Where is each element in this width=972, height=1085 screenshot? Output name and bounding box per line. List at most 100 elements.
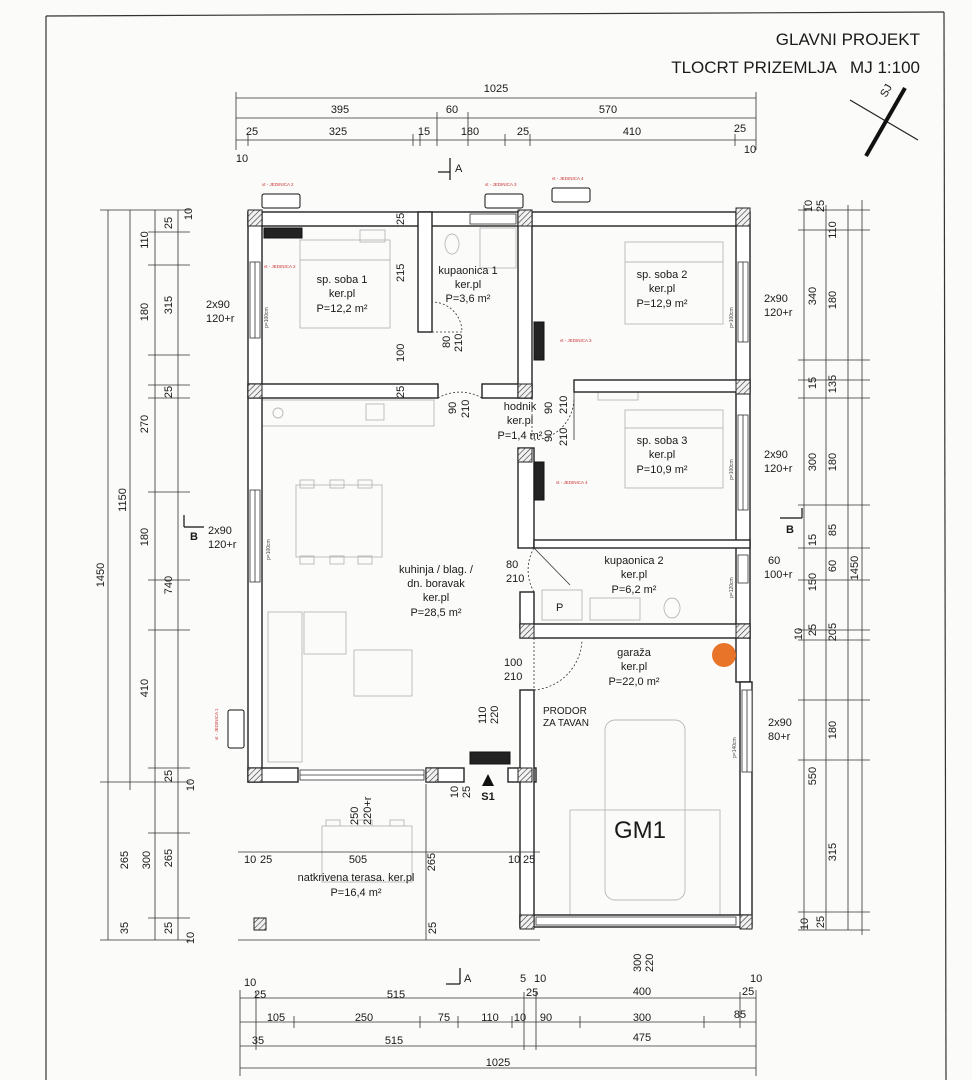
door-garage-h: 210 (504, 671, 522, 683)
dim-inner-25c: 25 (260, 854, 272, 866)
parapet-bed1: p=100cm (264, 307, 270, 328)
window-bed2-size: 2x90 (764, 293, 788, 305)
svg-text:A: A (464, 973, 472, 985)
room-bath1-area: P=3,6 m² (446, 293, 491, 305)
dim-left-180b: 180 (139, 528, 151, 546)
dim-right-10c: 10 (799, 918, 811, 930)
room-bed3-name: sp. soba 3 (637, 435, 688, 447)
door-hall-l-h: 210 (460, 400, 472, 418)
door-garage-w: 100 (504, 657, 522, 669)
dim-left-315: 315 (163, 296, 175, 314)
dim-left-180a: 180 (139, 303, 151, 321)
dim-right-10b: 10 (793, 628, 805, 640)
dim-left-25b: 25 (163, 386, 175, 398)
dim-right-15b: 15 (807, 534, 819, 546)
room-terrace-name: natkrivena terasa. ker.pl (298, 872, 415, 884)
room-bed2-finish: ker.pl (649, 283, 675, 295)
dim-top-10a: 10 (236, 153, 248, 165)
north-label: SJ (878, 82, 895, 99)
garage-door-height: 220 (644, 954, 656, 972)
svg-text:A: A (455, 163, 463, 175)
dim-inner-10a: 10 (244, 854, 256, 866)
ac-tag-3: vt - JEDINICA 4 (552, 176, 584, 181)
garage-door-size: 300 (632, 954, 644, 972)
parapet-bed3: p=100cm (729, 459, 735, 480)
ac-tag-7: vt - JEDINICA 4 (556, 480, 588, 485)
ac-tag-2: vt - JEDINICA 3 (485, 182, 517, 187)
dim-right-85: 85 (827, 524, 839, 536)
window-bath2-size: 60 (768, 555, 780, 567)
ac-unit-outdoor-3 (551, 187, 591, 203)
dim-top-60: 60 (446, 104, 458, 116)
door-bath1-h: 210 (453, 334, 465, 352)
dim-right-300: 300 (807, 453, 819, 471)
dim-left-110: 110 (139, 231, 151, 249)
dim-right-60: 60 (827, 560, 839, 572)
dim-left-35: 35 (119, 922, 131, 934)
dim-right-110: 110 (827, 221, 839, 239)
plan-title: TLOCRT PRIZEMLJA MJ 1:100 (671, 58, 920, 77)
dim-top-25b: 25 (517, 126, 529, 138)
ac-unit-outdoor-1 (261, 193, 301, 209)
terrace-dimensions (238, 784, 540, 941)
dim-top-10b: 10 (744, 144, 756, 156)
dim-inner-25e: 25 (461, 786, 473, 798)
dim-left-270: 270 (139, 415, 151, 433)
dim-left-1450: 1450 (95, 563, 107, 587)
attic-opening-label-2: ZA TAVAN (543, 718, 589, 729)
room-garage-finish: ker.pl (621, 661, 647, 673)
north-arrow-icon: SJ (849, 82, 919, 157)
door-hall-l-w: 90 (447, 402, 459, 414)
door-swings (431, 301, 583, 691)
dim-bot-75: 75 (438, 1012, 450, 1024)
svg-text:S1: S1 (481, 791, 494, 803)
dim-left-265a: 265 (119, 851, 131, 869)
window-bed2-height: 120+r (764, 307, 793, 319)
dim-bot-300: 300 (633, 1012, 651, 1024)
project-title: GLAVNI PROJEKT (776, 30, 920, 49)
door-attic-w: 110 (477, 706, 489, 724)
room-garage-name: garaža (617, 647, 652, 659)
room-bed3-finish: ker.pl (649, 449, 675, 461)
door-bath1-w: 80 (441, 336, 453, 348)
ac-tag-6: vt - JEDINICA 3 (560, 338, 592, 343)
window-terrace-size: 250 (349, 807, 361, 825)
dim-bot-total: 1025 (486, 1057, 510, 1069)
entry-marker: S1 (481, 774, 495, 803)
sheet-border-right (943, 11, 947, 1081)
dim-top-395: 395 (331, 104, 349, 116)
pantry-label: P (556, 602, 563, 614)
room-bed2-name: sp. soba 2 (637, 269, 688, 281)
ac-tag-5: vt - JEDINICA 2 (264, 264, 296, 269)
bottom-dimensions (239, 990, 757, 1076)
room-hall-finish: ker.pl (507, 415, 533, 427)
window-bath2-height: 100+r (764, 569, 793, 581)
section-b-marker-left: B (183, 515, 204, 543)
room-kitchen-finish: ker.pl (423, 592, 449, 604)
garage-door-code: GM1 (614, 817, 666, 844)
room-hall-name: hodnik (504, 401, 537, 413)
dim-inner-215: 215 (395, 264, 407, 282)
dim-right-315: 315 (827, 843, 839, 861)
dim-right-10a: 10 (803, 200, 815, 212)
window-kitchen-height: 120+r (208, 539, 237, 551)
dim-bot-250: 250 (355, 1012, 373, 1024)
window-terrace-height: 220+r (362, 796, 374, 825)
window-garage-height: 80+r (768, 731, 791, 743)
parapet-bath2: p=120cm (729, 577, 735, 598)
dim-top-25c: 25 (734, 123, 746, 135)
room-bed3-area: P=10,9 m² (636, 464, 687, 476)
dim-left-25a: 25 (163, 217, 175, 229)
door-hall-v-h: 210 (558, 396, 570, 414)
window-bed3-size: 2x90 (764, 449, 788, 461)
left-dimensions (100, 209, 190, 941)
dim-bot-515b: 515 (385, 1035, 403, 1047)
room-bath2-finish: ker.pl (621, 569, 647, 581)
ac-unit-outdoor-4 (227, 709, 245, 749)
dim-bot-25b: 25 (526, 987, 538, 999)
dim-left-300: 300 (141, 851, 153, 869)
dim-bot-110: 110 (481, 1012, 499, 1024)
dim-right-205: 205 (827, 623, 839, 641)
room-bath2-area: P=6,2 m² (612, 584, 657, 596)
door-hall-r-w: 90 (543, 430, 555, 442)
